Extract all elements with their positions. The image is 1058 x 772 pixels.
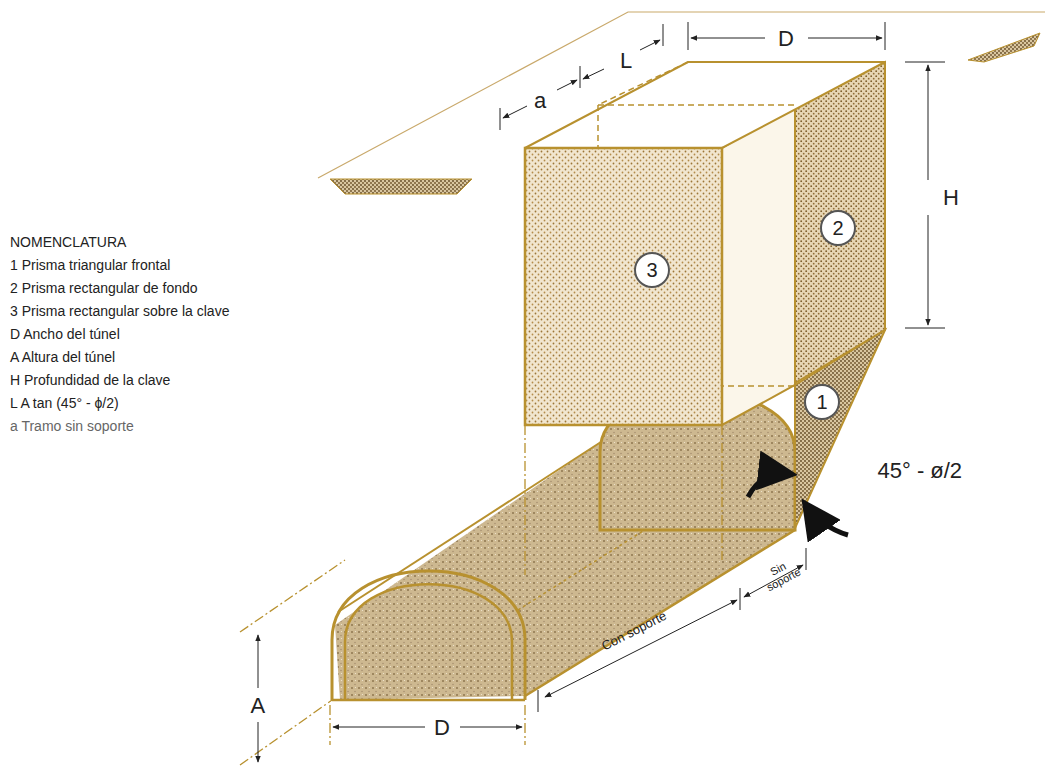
legend-item: 1 Prisma triangular frontal <box>10 257 170 273</box>
legend-item: 2 Prisma rectangular de fondo <box>10 280 198 296</box>
legend-heading: NOMENCLATURA <box>10 234 126 250</box>
legend-item: H Profundidad de la clave <box>10 372 170 388</box>
dimension-label: Sin soporte <box>753 552 810 597</box>
callout-number: 2 <box>832 218 843 238</box>
legend-item: L A tan (45° - ϕ/2) <box>10 395 119 411</box>
dimension-label: A <box>249 693 268 718</box>
callout-number: 1 <box>816 392 827 412</box>
dimension-label: a <box>532 88 548 113</box>
legend-item: A Altura del túnel <box>10 349 115 365</box>
dimension-label: H <box>941 185 961 210</box>
dimension-label: D <box>432 715 452 740</box>
angle-label: 45° - ø/2 <box>876 458 965 483</box>
legend-item: a Tramo sin soporte <box>10 418 134 434</box>
callout-circle: 3 <box>634 252 670 288</box>
callout-circle: 2 <box>820 210 856 246</box>
legend-item: 3 Prisma rectangular sobre la clave <box>10 303 229 319</box>
dimension-label: D <box>776 26 796 51</box>
legend-item: D Ancho del túnel <box>10 326 120 342</box>
callout-number: 3 <box>646 260 657 280</box>
callout-circle: 1 <box>804 384 840 420</box>
dimension-label: L <box>618 48 634 73</box>
